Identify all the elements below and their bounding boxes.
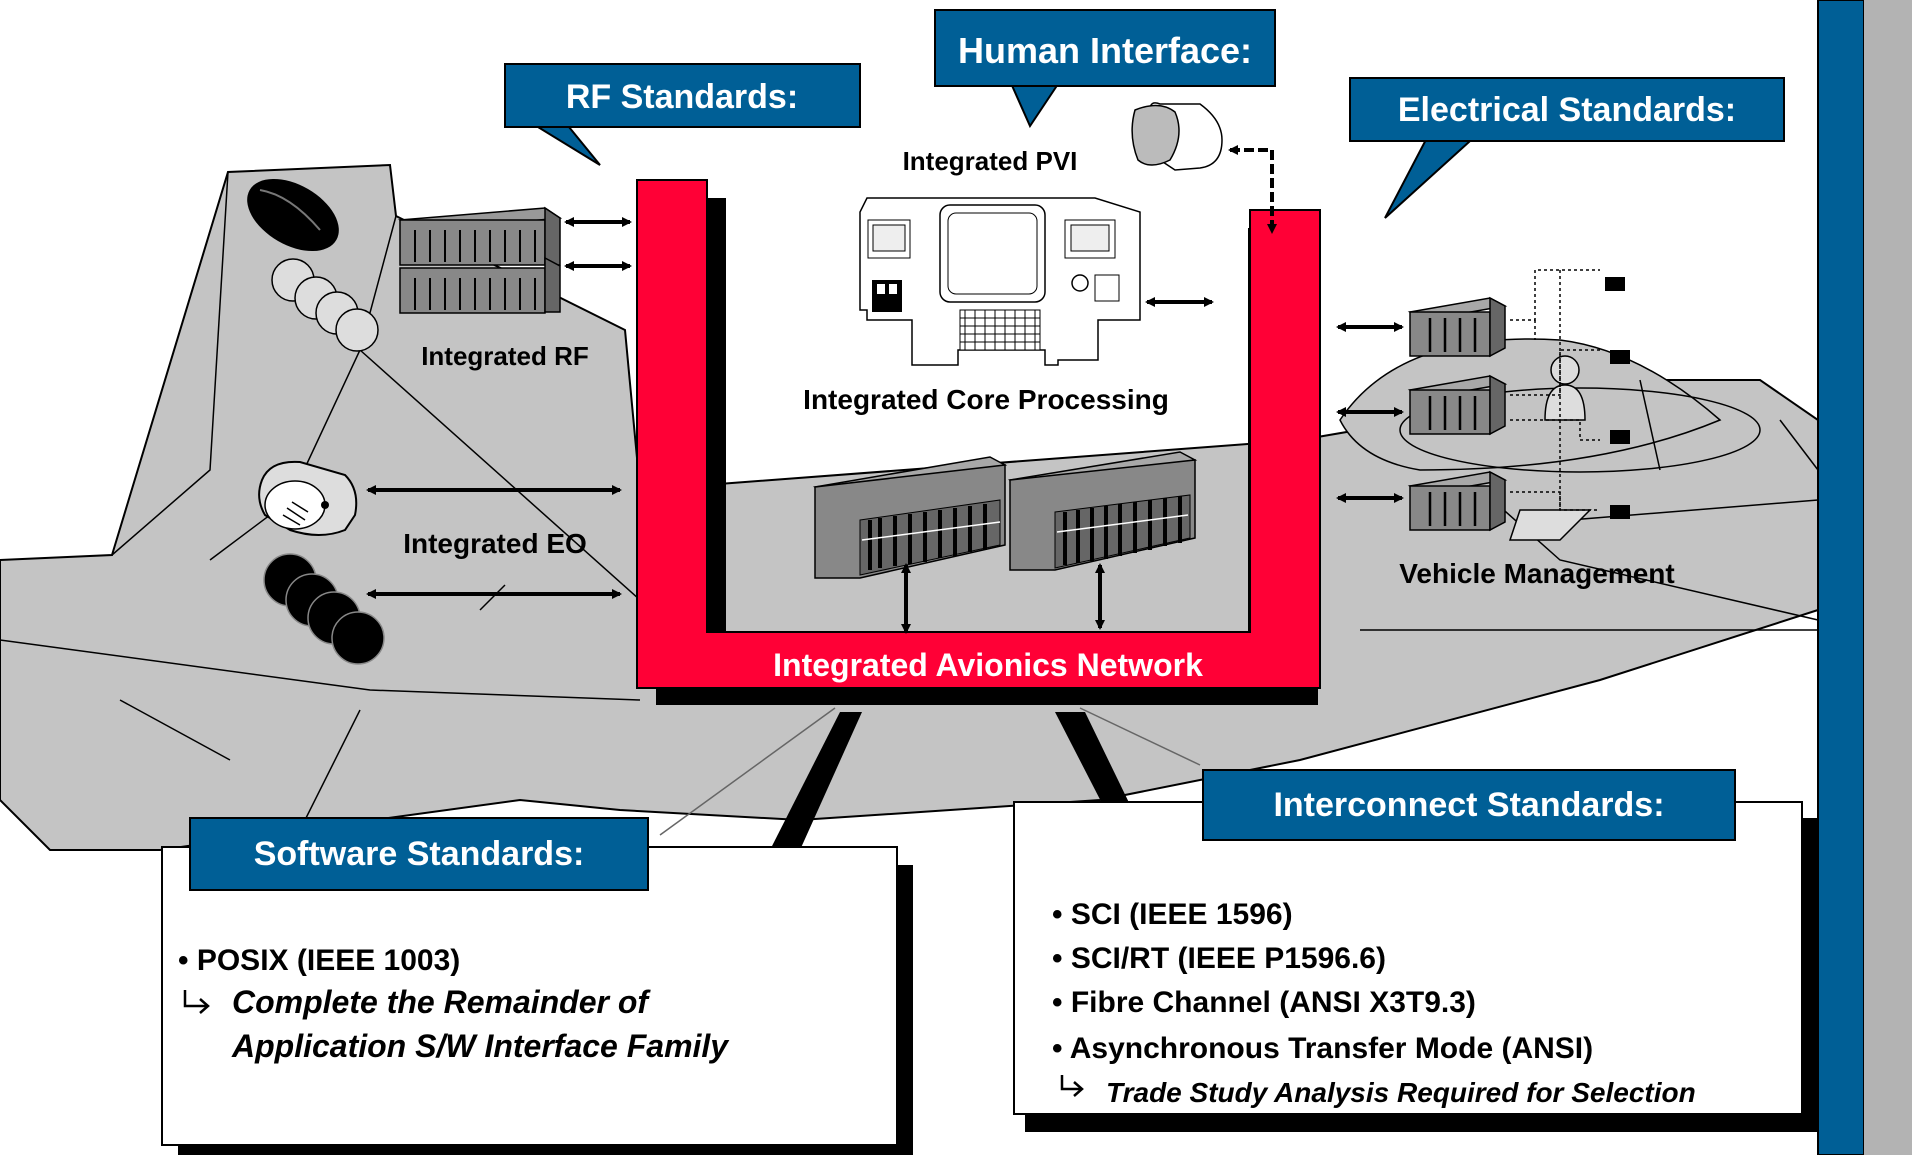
vm-cabinet-3 — [1407, 470, 1508, 532]
vm-cabinet-1 — [1407, 296, 1508, 358]
integrated-eo-label: Integrated EO — [403, 528, 587, 559]
rf-cabinet-bottom — [399, 256, 561, 314]
electrical-standards-label: Electrical Standards: — [1398, 91, 1736, 129]
interconnect-item-atm: • Asynchronous Transfer Mode (ANSI) — [1052, 1032, 1593, 1065]
core-processing-equipment — [813, 451, 1198, 634]
rf-cabinet-top — [398, 206, 563, 266]
integrated-pvi-label: Integrated PVI — [903, 146, 1078, 176]
human-interface-callout: Human Interface: — [934, 9, 1276, 87]
rf-standards-callout: RF Standards: — [504, 63, 861, 128]
software-note-line2: Application S/W Interface Family — [231, 1028, 730, 1064]
network-support-legs — [659, 707, 1201, 850]
vehicle-management-equipment — [1336, 269, 1630, 532]
interconnect-item-sci: • SCI (IEEE 1596) — [1052, 898, 1293, 931]
software-item-posix: • POSIX (IEEE 1003) — [178, 944, 460, 977]
vehicle-management-label: Vehicle Management — [1399, 558, 1674, 589]
integrated-eo-equipment — [258, 460, 622, 665]
vm-actuator-icons — [1605, 277, 1630, 519]
integrated-core-label: Integrated Core Processing — [803, 384, 1169, 415]
software-standards-title: Software Standards: — [254, 835, 585, 873]
vm-cabinet-2 — [1407, 374, 1508, 436]
integrated-rf-equipment — [247, 178, 632, 352]
interconnect-note: Trade Study Analysis Required for Select… — [1106, 1077, 1696, 1108]
cockpit-display-panel — [859, 197, 1214, 366]
core-cabinet-left — [813, 456, 1008, 579]
side-bar — [1817, 0, 1912, 1155]
interconnect-standards-title: Interconnect Standards: — [1273, 786, 1664, 824]
integrated-rf-label: Integrated RF — [421, 341, 589, 371]
interconnect-item-sci-rt: • SCI/RT (IEEE P1596.6) — [1052, 942, 1386, 975]
helmet-icon — [1131, 102, 1277, 234]
rf-standards-label: RF Standards: — [566, 78, 798, 116]
hook-arrow-icon — [183, 990, 210, 1014]
core-cabinet-right — [1008, 451, 1198, 571]
electrical-standards-callout: Electrical Standards: — [1349, 77, 1785, 142]
avionics-network-label: Integrated Avionics Network — [773, 647, 1203, 683]
hook-arrow-icon — [1060, 1075, 1084, 1097]
human-interface-label: Human Interface: — [958, 30, 1252, 71]
interconnect-standards-panel: Interconnect Standards: • SCI (IEEE 1596… — [1013, 769, 1818, 1132]
software-note-line1: Complete the Remainder of — [232, 984, 651, 1020]
interconnect-item-fibre-channel: • Fibre Channel (ANSI X3T9.3) — [1052, 986, 1476, 1019]
software-standards-panel: Software Standards: • POSIX (IEEE 1003) … — [161, 817, 913, 1155]
